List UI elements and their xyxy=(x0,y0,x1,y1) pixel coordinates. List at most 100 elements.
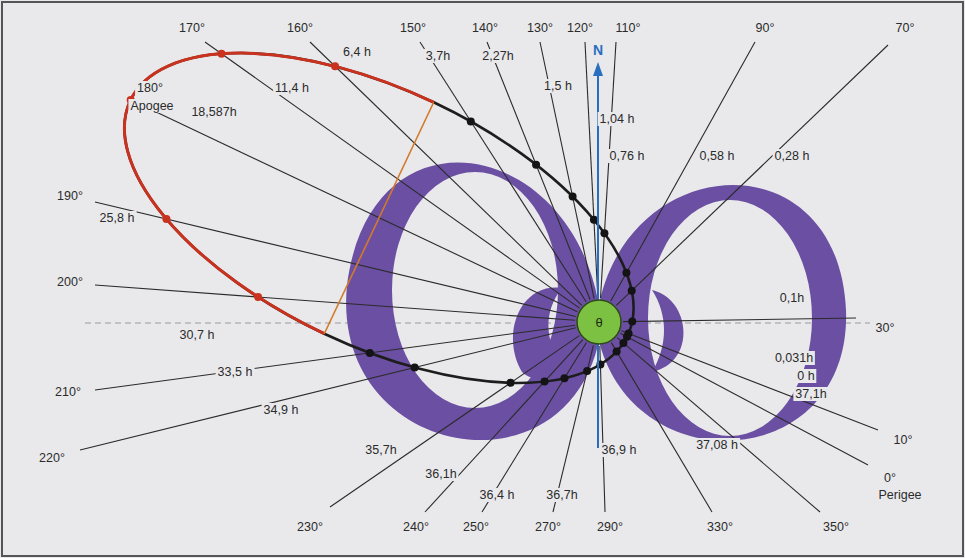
angle-label: 200° xyxy=(55,275,85,289)
outer-belt-right xyxy=(600,185,846,441)
anomaly-lines xyxy=(80,42,888,512)
anomaly-ray xyxy=(616,45,888,305)
time-label: 37,1h xyxy=(793,387,828,401)
anomaly-ray xyxy=(133,101,577,312)
orbit-position-dot xyxy=(162,215,170,223)
angle-label: 120° xyxy=(565,21,595,35)
angle-label: 180° xyxy=(135,81,165,95)
angle-label: 330° xyxy=(705,520,735,534)
time-label: 34,9 h xyxy=(262,403,301,417)
time-label: 1,5 h xyxy=(542,79,574,93)
angle-label: 110° xyxy=(614,21,643,35)
angle-label: Apogee xyxy=(128,99,175,113)
time-label: 6,4 h xyxy=(341,45,373,59)
orbit-position-dot xyxy=(619,339,627,347)
time-label: 1,04 h xyxy=(598,112,637,126)
orbit-position-dot xyxy=(590,216,598,224)
minor-axis xyxy=(324,102,433,333)
time-label: 30,7 h xyxy=(178,328,217,342)
outer-belt-left xyxy=(346,163,598,440)
time-label: 36,1h xyxy=(423,467,458,481)
anomaly-ray xyxy=(611,343,712,512)
orbit-position-dot xyxy=(628,287,636,295)
orbit-position-dot xyxy=(254,293,262,301)
orbit-position-dot xyxy=(507,379,515,387)
angle-label: 220° xyxy=(37,451,67,465)
time-label: 0,28 h xyxy=(773,149,812,163)
time-label: 33,5 h xyxy=(216,365,255,379)
angle-label: 30° xyxy=(874,321,897,335)
time-label: 2,27h xyxy=(480,49,515,63)
angle-label: 160° xyxy=(285,21,315,35)
angle-label: 170° xyxy=(177,21,207,35)
earth-circle xyxy=(577,300,621,344)
time-label: 0,58 h xyxy=(698,149,737,163)
angle-label: 270° xyxy=(533,520,563,534)
equator-line xyxy=(85,323,870,324)
angle-label: 130° xyxy=(525,21,555,35)
angle-label: 10° xyxy=(892,433,915,447)
apogee-arc xyxy=(124,53,433,334)
angle-label: 240° xyxy=(401,520,431,534)
orbit-position-dot xyxy=(583,367,591,375)
anomaly-ray xyxy=(482,342,586,512)
angle-label: 190° xyxy=(55,189,85,203)
anomaly-ray xyxy=(540,42,594,299)
anomaly-ray xyxy=(330,336,579,507)
anomaly-ray xyxy=(80,328,576,450)
angle-label: 350° xyxy=(821,520,851,534)
orbit-position-dot xyxy=(541,378,549,386)
angle-label: 210° xyxy=(53,385,83,399)
anomaly-ray xyxy=(95,285,575,320)
earth-label: θ xyxy=(576,315,622,330)
time-label: 36,7h xyxy=(544,488,579,502)
anomaly-ray xyxy=(620,333,868,465)
axis-label: N xyxy=(591,43,605,57)
angle-label: 90° xyxy=(754,21,777,35)
axis-line xyxy=(597,74,599,448)
orbit-position-dot xyxy=(613,348,621,356)
anomaly-ray xyxy=(623,318,856,322)
orbit-position-dot xyxy=(331,62,339,70)
time-label: 36,4 h xyxy=(478,488,517,502)
time-label: 18,587h xyxy=(189,105,238,119)
earth-node: θ xyxy=(576,299,622,345)
time-label: 35,7h xyxy=(363,443,398,457)
angle-label: 250° xyxy=(461,520,491,534)
orbit-ellipse xyxy=(76,0,683,451)
angle-label: 290° xyxy=(595,520,625,534)
time-label: 3,7h xyxy=(424,49,452,63)
time-label: 0,1h xyxy=(778,291,806,305)
anomaly-ray xyxy=(600,42,616,298)
anomaly-ray xyxy=(553,345,593,512)
orbit-position-dot xyxy=(600,229,608,237)
time-label: 25,8 h xyxy=(98,211,137,225)
anomaly-ray xyxy=(600,346,605,512)
orbit-position-dot xyxy=(622,269,630,277)
radiation-belts xyxy=(346,163,846,441)
anomaly-ray xyxy=(95,325,575,390)
orbit-position-dot xyxy=(218,50,226,58)
anomaly-ray xyxy=(95,202,576,316)
orbit-position-dot xyxy=(366,349,374,357)
time-label: 37,08 h xyxy=(694,438,740,452)
time-label: 36,9 h xyxy=(600,443,639,457)
orbit-position-dot xyxy=(569,193,577,201)
time-label: 0 h xyxy=(795,369,816,383)
angle-label: 140° xyxy=(470,21,500,35)
anomaly-ray xyxy=(487,42,590,300)
time-label: 11,4 h xyxy=(273,81,311,95)
anomaly-ray xyxy=(621,331,878,430)
anomaly-ray xyxy=(611,42,755,301)
orbit-position-dot xyxy=(411,363,419,371)
anomaly-ray xyxy=(205,42,579,308)
angle-label: Perigee xyxy=(876,488,923,502)
orbit-position-dot xyxy=(467,117,475,125)
inner-belt-right xyxy=(652,290,684,372)
angle-label: 150° xyxy=(398,21,428,35)
angle-label: 230° xyxy=(295,520,325,534)
anomaly-ray xyxy=(617,338,820,512)
orbit-position-dot xyxy=(628,317,636,325)
